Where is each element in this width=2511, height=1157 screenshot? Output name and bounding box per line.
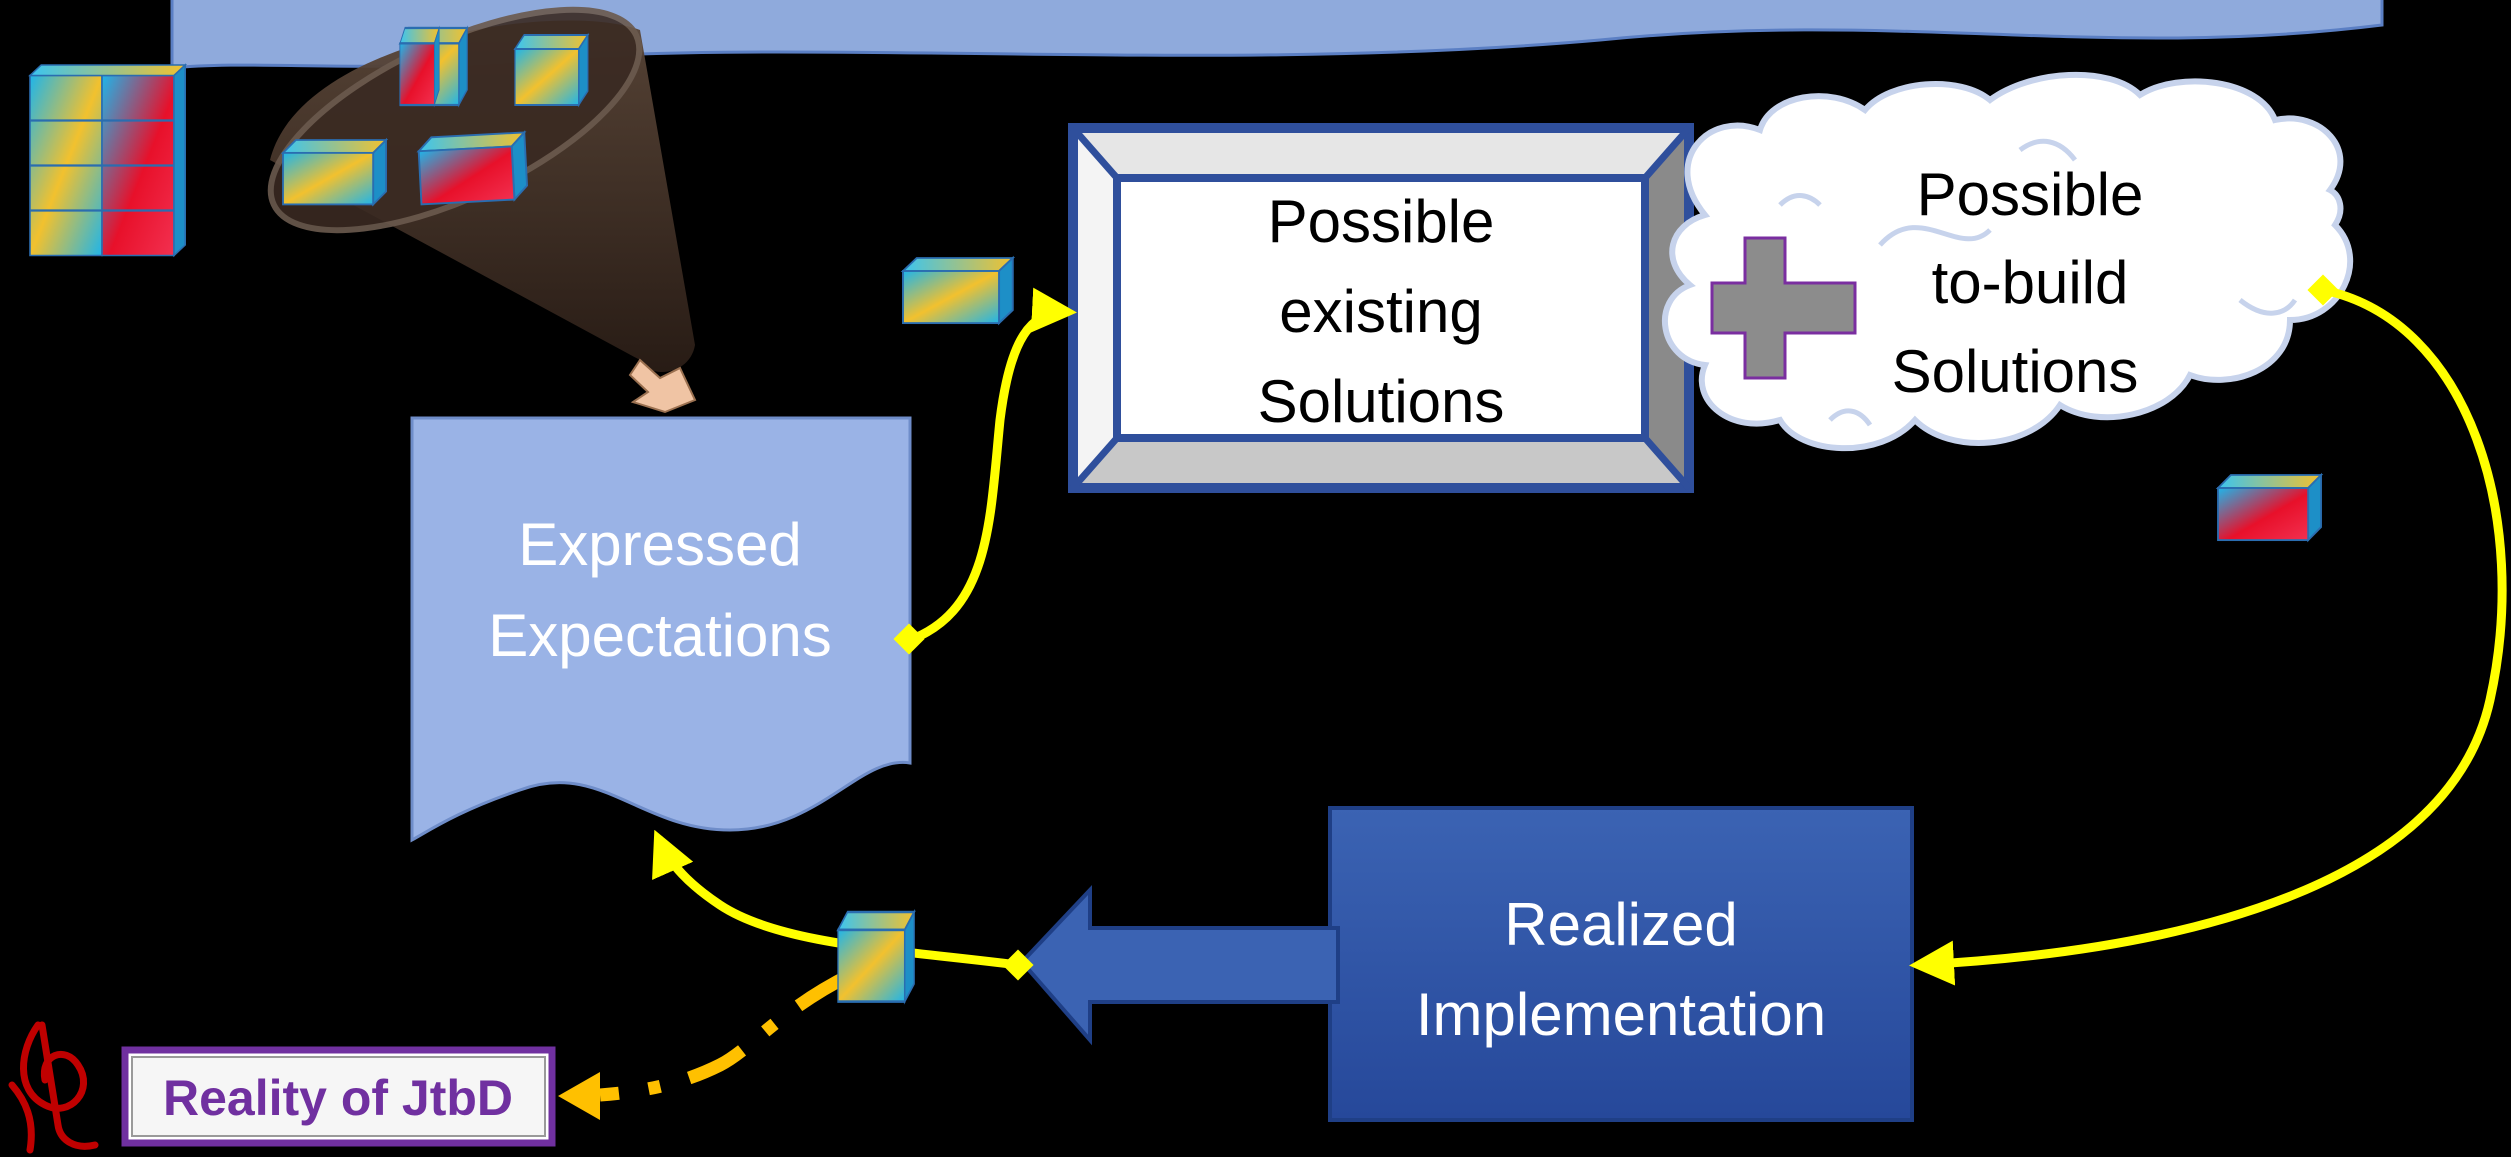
reality-of-jtbd-inner (131, 1056, 546, 1137)
expressed-expectations-shape (410, 416, 912, 843)
cube-icon (398, 26, 441, 107)
possible-existing-solutions-label: Possible (1268, 188, 1495, 255)
cube-icon (282, 139, 387, 206)
possible-to-build-solutions-label: Possible (1917, 161, 2144, 228)
block-arrow-icon (1019, 884, 1340, 1046)
expressed-expectations-label: Expectations (488, 602, 832, 669)
cube-icon (417, 131, 529, 206)
cube-icon (2217, 474, 2322, 542)
cube-icon (902, 257, 1014, 325)
connector-handle (2307, 274, 2339, 306)
cube-icon (836, 910, 916, 1003)
realized-implementation-box (1328, 806, 1914, 1122)
possible-to-build-solutions-label: Solutions (1892, 338, 2139, 405)
possible-existing-solutions-label: Solutions (1258, 368, 1505, 435)
realized-implementation-label: Realized (1504, 891, 1737, 958)
connector-expectations-to-existing (908, 287, 1077, 645)
reality-of-jtbd-label: Reality of JtbD (163, 1070, 513, 1126)
cube-stack-icon (28, 63, 188, 258)
arrowhead-icon (558, 1072, 600, 1120)
possible-existing-solutions-label: existing (1279, 278, 1482, 345)
plus-icon (1710, 236, 1857, 380)
expressed-expectations-label: Expressed (518, 511, 801, 578)
logo-icon (8, 1021, 99, 1154)
cube-icon (514, 34, 589, 106)
connector-cloud-to-implementation (1909, 285, 2507, 986)
possible-existing-solutions-frame (1068, 123, 1694, 493)
connector-implementation-to-expectations (652, 829, 1019, 970)
possible-to-build-solutions-label: to-build (1932, 249, 2129, 316)
connector-dashed-to-reality (599, 969, 853, 1102)
realized-implementation-label: Implementation (1416, 981, 1826, 1048)
